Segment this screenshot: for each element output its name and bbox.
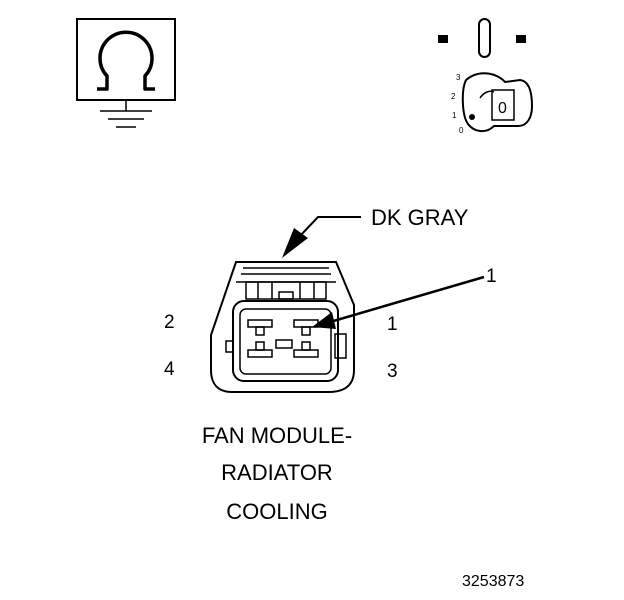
connector-cavity — [232, 300, 339, 382]
terminal-pin-2 — [247, 319, 273, 336]
connector-name: FAN MODULE- RADIATOR COOLING — [202, 423, 352, 524]
key-position-1: 1 — [452, 111, 457, 120]
key-position-2: 2 — [451, 92, 456, 101]
pin-1-callout: 1 — [312, 266, 497, 329]
pin-label-1: 1 — [387, 314, 398, 335]
connector-lock-tab — [236, 267, 336, 300]
figure-number: 3253873 — [462, 573, 524, 590]
ignition-switch-body — [461, 72, 534, 132]
pin-label-4: 4 — [164, 359, 175, 380]
terminal-pin-3 — [293, 341, 319, 358]
key-position-marker — [469, 114, 475, 120]
connector-face — [210, 261, 355, 393]
indicator-lamp-right — [516, 35, 526, 43]
pin-label-2: 2 — [164, 312, 175, 333]
wire-color-callout: DK GRAY — [282, 205, 469, 258]
key-position-0: 0 — [459, 126, 464, 135]
wire-color-label: DK GRAY — [371, 205, 469, 230]
key-position-3: 3 — [456, 73, 461, 82]
pin-label-3: 3 — [387, 361, 398, 382]
connector-name-line-3: COOLING — [226, 499, 327, 524]
connector-name-line-1: FAN MODULE- — [202, 423, 352, 448]
terminal-pin-4 — [247, 341, 273, 358]
key-label: 0 — [498, 100, 507, 117]
callout-number: 1 — [486, 266, 497, 287]
ohmmeter-ground-icon — [76, 18, 176, 128]
connector-name-line-2: RADIATOR — [221, 460, 333, 485]
indicator-lamp-left — [438, 35, 448, 43]
connector-housing — [210, 261, 355, 393]
ignition-key-off-icon: 3 2 1 0 0 — [438, 18, 534, 135]
terminal-center-key — [275, 339, 293, 349]
pin-1-arrowhead — [312, 312, 336, 329]
wire-color-arrowhead — [282, 228, 308, 258]
terminal-pin-1 — [293, 319, 319, 336]
key-slot — [478, 18, 491, 58]
